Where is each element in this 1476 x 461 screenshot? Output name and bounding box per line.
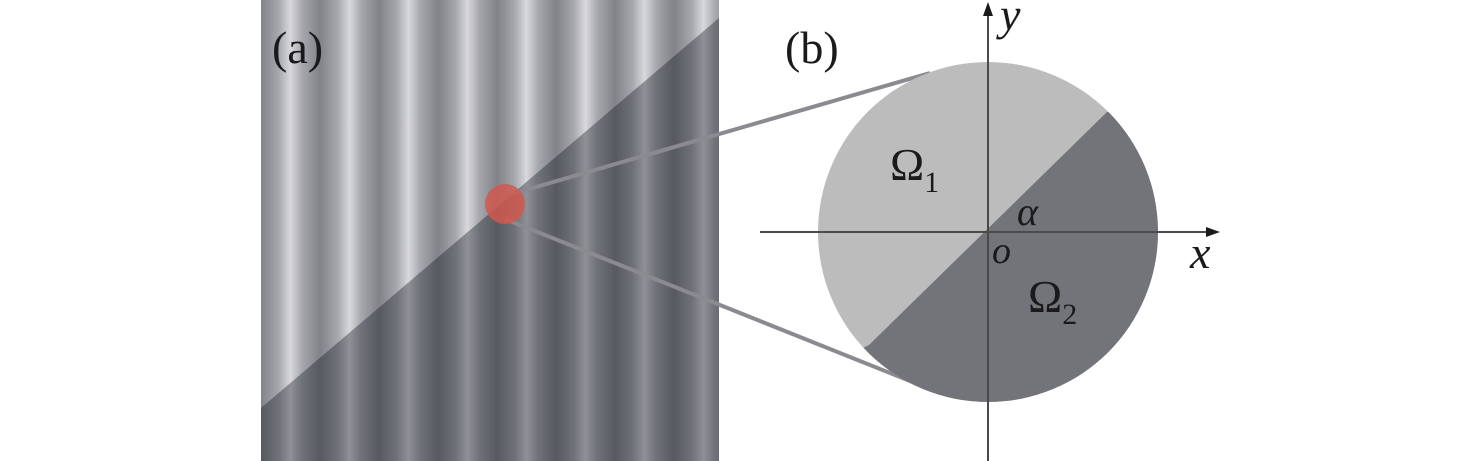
x-axis-label: x bbox=[1189, 227, 1211, 278]
y-axis-label: y bbox=[996, 0, 1021, 40]
zoomed-circle bbox=[818, 62, 1158, 402]
panel-a-label: (a) bbox=[272, 22, 323, 73]
region-2-symbol: Ω bbox=[1028, 271, 1062, 322]
region-1-label: Ω1 bbox=[890, 139, 939, 199]
connector-bottom bbox=[504, 217, 931, 391]
region-2-label: Ω2 bbox=[1028, 271, 1077, 331]
region-2-subscript: 2 bbox=[1062, 298, 1077, 331]
y-axis-arrow bbox=[983, 2, 993, 16]
lower-region-overlay bbox=[261, 18, 719, 461]
region-2-fill bbox=[818, 112, 1158, 402]
panel-b-label: (b) bbox=[785, 22, 839, 73]
angle-label: α bbox=[1017, 189, 1039, 234]
x-axis-arrow bbox=[1206, 227, 1220, 237]
fringe-image bbox=[261, 0, 719, 461]
origin-label: o bbox=[992, 230, 1011, 272]
connector-top bbox=[504, 71, 931, 198]
region-1-subscript: 1 bbox=[924, 166, 939, 199]
panel-a bbox=[261, 0, 719, 461]
region-1-symbol: Ω bbox=[890, 139, 924, 190]
magnifier-spot bbox=[485, 184, 525, 224]
